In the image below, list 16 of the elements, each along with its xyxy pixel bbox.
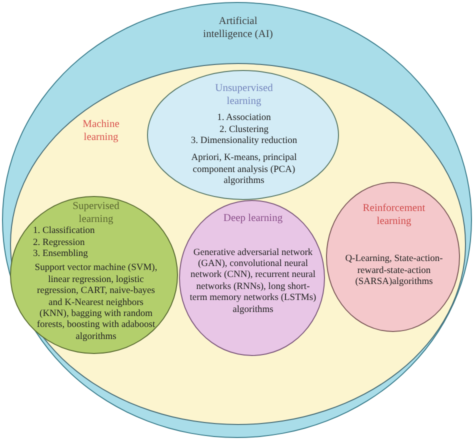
description: Support vector machine (SVM), linear regression, logistic regression, CART, naive-bayes and K-Nearest neighbors (KNN), bagging with random forests, boosting with adaboost algorithms [34,263,158,344]
heading: Reinforcement learning [362,203,426,228]
description: Generative adversarial network (GAN), convolutional neural network (CNN), recurrent neural networks (RNNs), long short-term memory networks (LSTMs) algorithms [188,248,318,316]
description: 2. Regression [33,238,86,249]
description: 3. Ensembling [33,248,89,260]
heading: Deep learning [223,213,283,226]
heading: Machine learning [82,119,120,144]
description: 1. Classification [33,226,96,238]
heading: Supervised learning [72,201,120,226]
heading: Unsupervised learning [214,83,274,108]
description: 1. Association [216,113,272,125]
description: 3. Dimensionality reduction [190,136,298,148]
heading: Artificial intelligence (AI) [202,16,274,42]
description: 2. Clustering [218,124,270,136]
description: Apriori, K-means, principal component analysis (PCA) algorithms [190,153,298,188]
description: Q-Learning, State-action-reward-state-action (SARSA)algorithms [344,254,444,288]
